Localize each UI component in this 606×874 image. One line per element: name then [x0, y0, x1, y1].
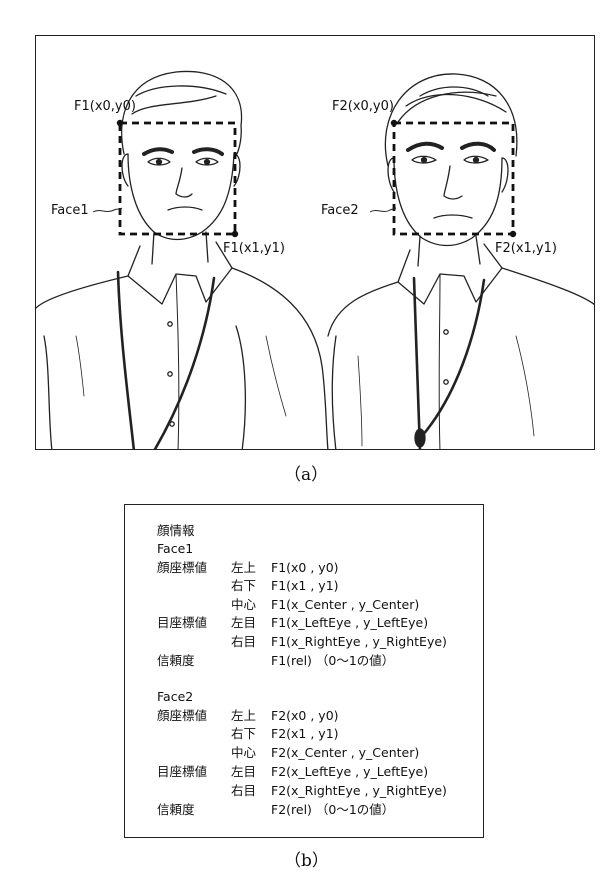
face1-eye-group: 目座標値 [157, 615, 207, 631]
face2-bottom-right-value: F2(x1 , y1) [271, 726, 339, 742]
f1-bottom-right-point [232, 231, 238, 237]
face1-right-eye-value: F1(x_RightEye , y_RightEye) [271, 634, 447, 650]
f1-top-left-label: F1(x0,y0) [74, 99, 136, 114]
face1-coord-group: 顔座標値 [157, 560, 207, 576]
face1-heading: Face1 [157, 541, 193, 557]
face2-coord-group: 顔座標値 [157, 708, 207, 724]
face2-bounding-box [394, 123, 513, 234]
face1-bottom-right-key: 右下 [231, 578, 256, 594]
face2-leader-line [370, 208, 396, 212]
caption-b: （b） [284, 846, 329, 871]
face1-reliability-group: 信頼度 [157, 653, 195, 669]
face2-label: Face2 [321, 203, 359, 218]
face2-heading: Face2 [157, 689, 193, 705]
person-1-figure [36, 71, 328, 450]
f1-bottom-right-label: F1(x1,y1) [223, 241, 285, 256]
face2-center-value: F2(x_Center , y_Center) [271, 745, 419, 761]
face2-top-left-value: F2(x0 , y0) [271, 708, 339, 724]
face2-right-eye-value: F2(x_RightEye , y_RightEye) [271, 783, 447, 799]
face1-leader-line [93, 208, 122, 212]
face-info-panel: 顔情報 Face1 顔座標値 左上 F1(x0 , y0) 右下 F1(x1 ,… [124, 504, 484, 838]
face2-reliability-group: 信頼度 [157, 802, 195, 818]
face2-left-eye-value: F2(x_LeftEye , y_LeftEye) [271, 764, 428, 780]
face1-center-value: F1(x_Center , y_Center) [271, 597, 419, 613]
f2-top-left-point [391, 120, 397, 126]
face2-right-eye-key: 右目 [231, 783, 256, 799]
face1-top-left-value: F1(x0 , y0) [271, 560, 339, 576]
face2-left-eye-key: 左目 [231, 764, 256, 780]
caption-a: （a） [284, 460, 328, 485]
face2-center-key: 中心 [231, 745, 256, 761]
f2-bottom-right-label: F2(x1,y1) [495, 241, 557, 256]
f2-top-left-label: F2(x0,y0) [332, 99, 394, 114]
face1-left-eye-value: F1(x_LeftEye , y_LeftEye) [271, 615, 428, 631]
face1-left-eye-key: 左目 [231, 615, 256, 631]
face2-top-left-key: 左上 [231, 708, 256, 724]
face1-reliability-value: F1(rel) （0～1の値） [271, 653, 394, 669]
f1-top-left-point [117, 120, 123, 126]
face1-bottom-right-value: F1(x1 , y1) [271, 578, 339, 594]
f2-bottom-right-point [510, 231, 516, 237]
face2-eye-group: 目座標値 [157, 764, 207, 780]
face-info-title: 顔情報 [157, 523, 195, 539]
photo-panel: F1(x0,y0) F1(x1,y1) Face1 F2(x0,y0) F2(x… [35, 35, 595, 450]
face1-label: Face1 [51, 203, 89, 218]
face2-reliability-value: F2(rel) （0～1の値） [271, 802, 394, 818]
face1-top-left-key: 左上 [231, 560, 256, 576]
face1-center-key: 中心 [231, 597, 256, 613]
face1-right-eye-key: 右目 [231, 634, 256, 650]
face2-bottom-right-key: 右下 [231, 726, 256, 742]
person-2-figure [328, 74, 595, 450]
